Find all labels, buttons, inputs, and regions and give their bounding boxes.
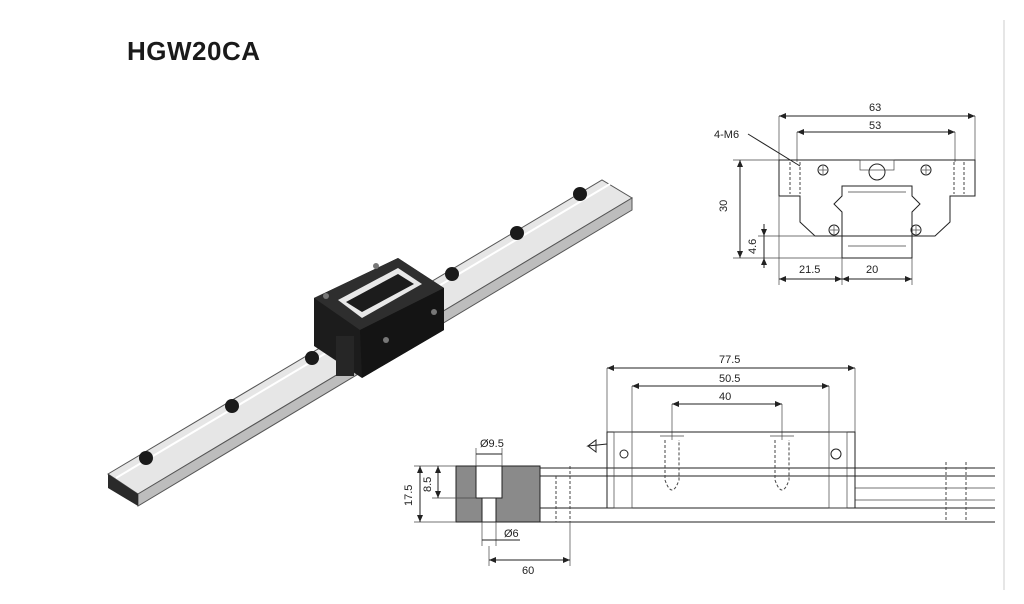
dim-hole-pitch: 40	[719, 391, 731, 403]
rail-mount-hole	[139, 451, 153, 465]
dim-rail-height: 17.5	[403, 485, 415, 506]
dim-offset: 21.5	[799, 264, 820, 276]
side-view: 77.5 50.5 40	[403, 354, 995, 577]
rail-mount-hole	[445, 267, 459, 281]
dim-hole-diameter: Ø6	[504, 528, 519, 540]
dim-height: 30	[718, 200, 730, 212]
carriage-block	[314, 258, 444, 378]
dim-rail-gap: 4.6	[747, 239, 759, 254]
thread-callout: 4-M6	[714, 129, 739, 141]
front-view: 63 53 4-M6 30	[714, 102, 976, 285]
dim-hole-spacing: 53	[869, 120, 881, 132]
product-illustration	[107, 179, 633, 507]
rail-mount-hole	[510, 226, 524, 240]
rail-mount-hole	[573, 187, 587, 201]
product-title: HGW20CA	[127, 36, 261, 66]
dim-rail-width: 20	[866, 264, 878, 276]
dim-counterbore: Ø9.5	[480, 438, 504, 450]
dim-counterbore-depth: 8.5	[422, 477, 434, 492]
dim-rail-pitch: 60	[522, 565, 534, 577]
dim-block-length: 77.5	[719, 354, 740, 366]
dim-overall-width: 63	[869, 102, 881, 114]
dim-body-length: 50.5	[719, 373, 740, 385]
rail-mount-hole	[225, 399, 239, 413]
rail-mount-hole	[305, 351, 319, 365]
